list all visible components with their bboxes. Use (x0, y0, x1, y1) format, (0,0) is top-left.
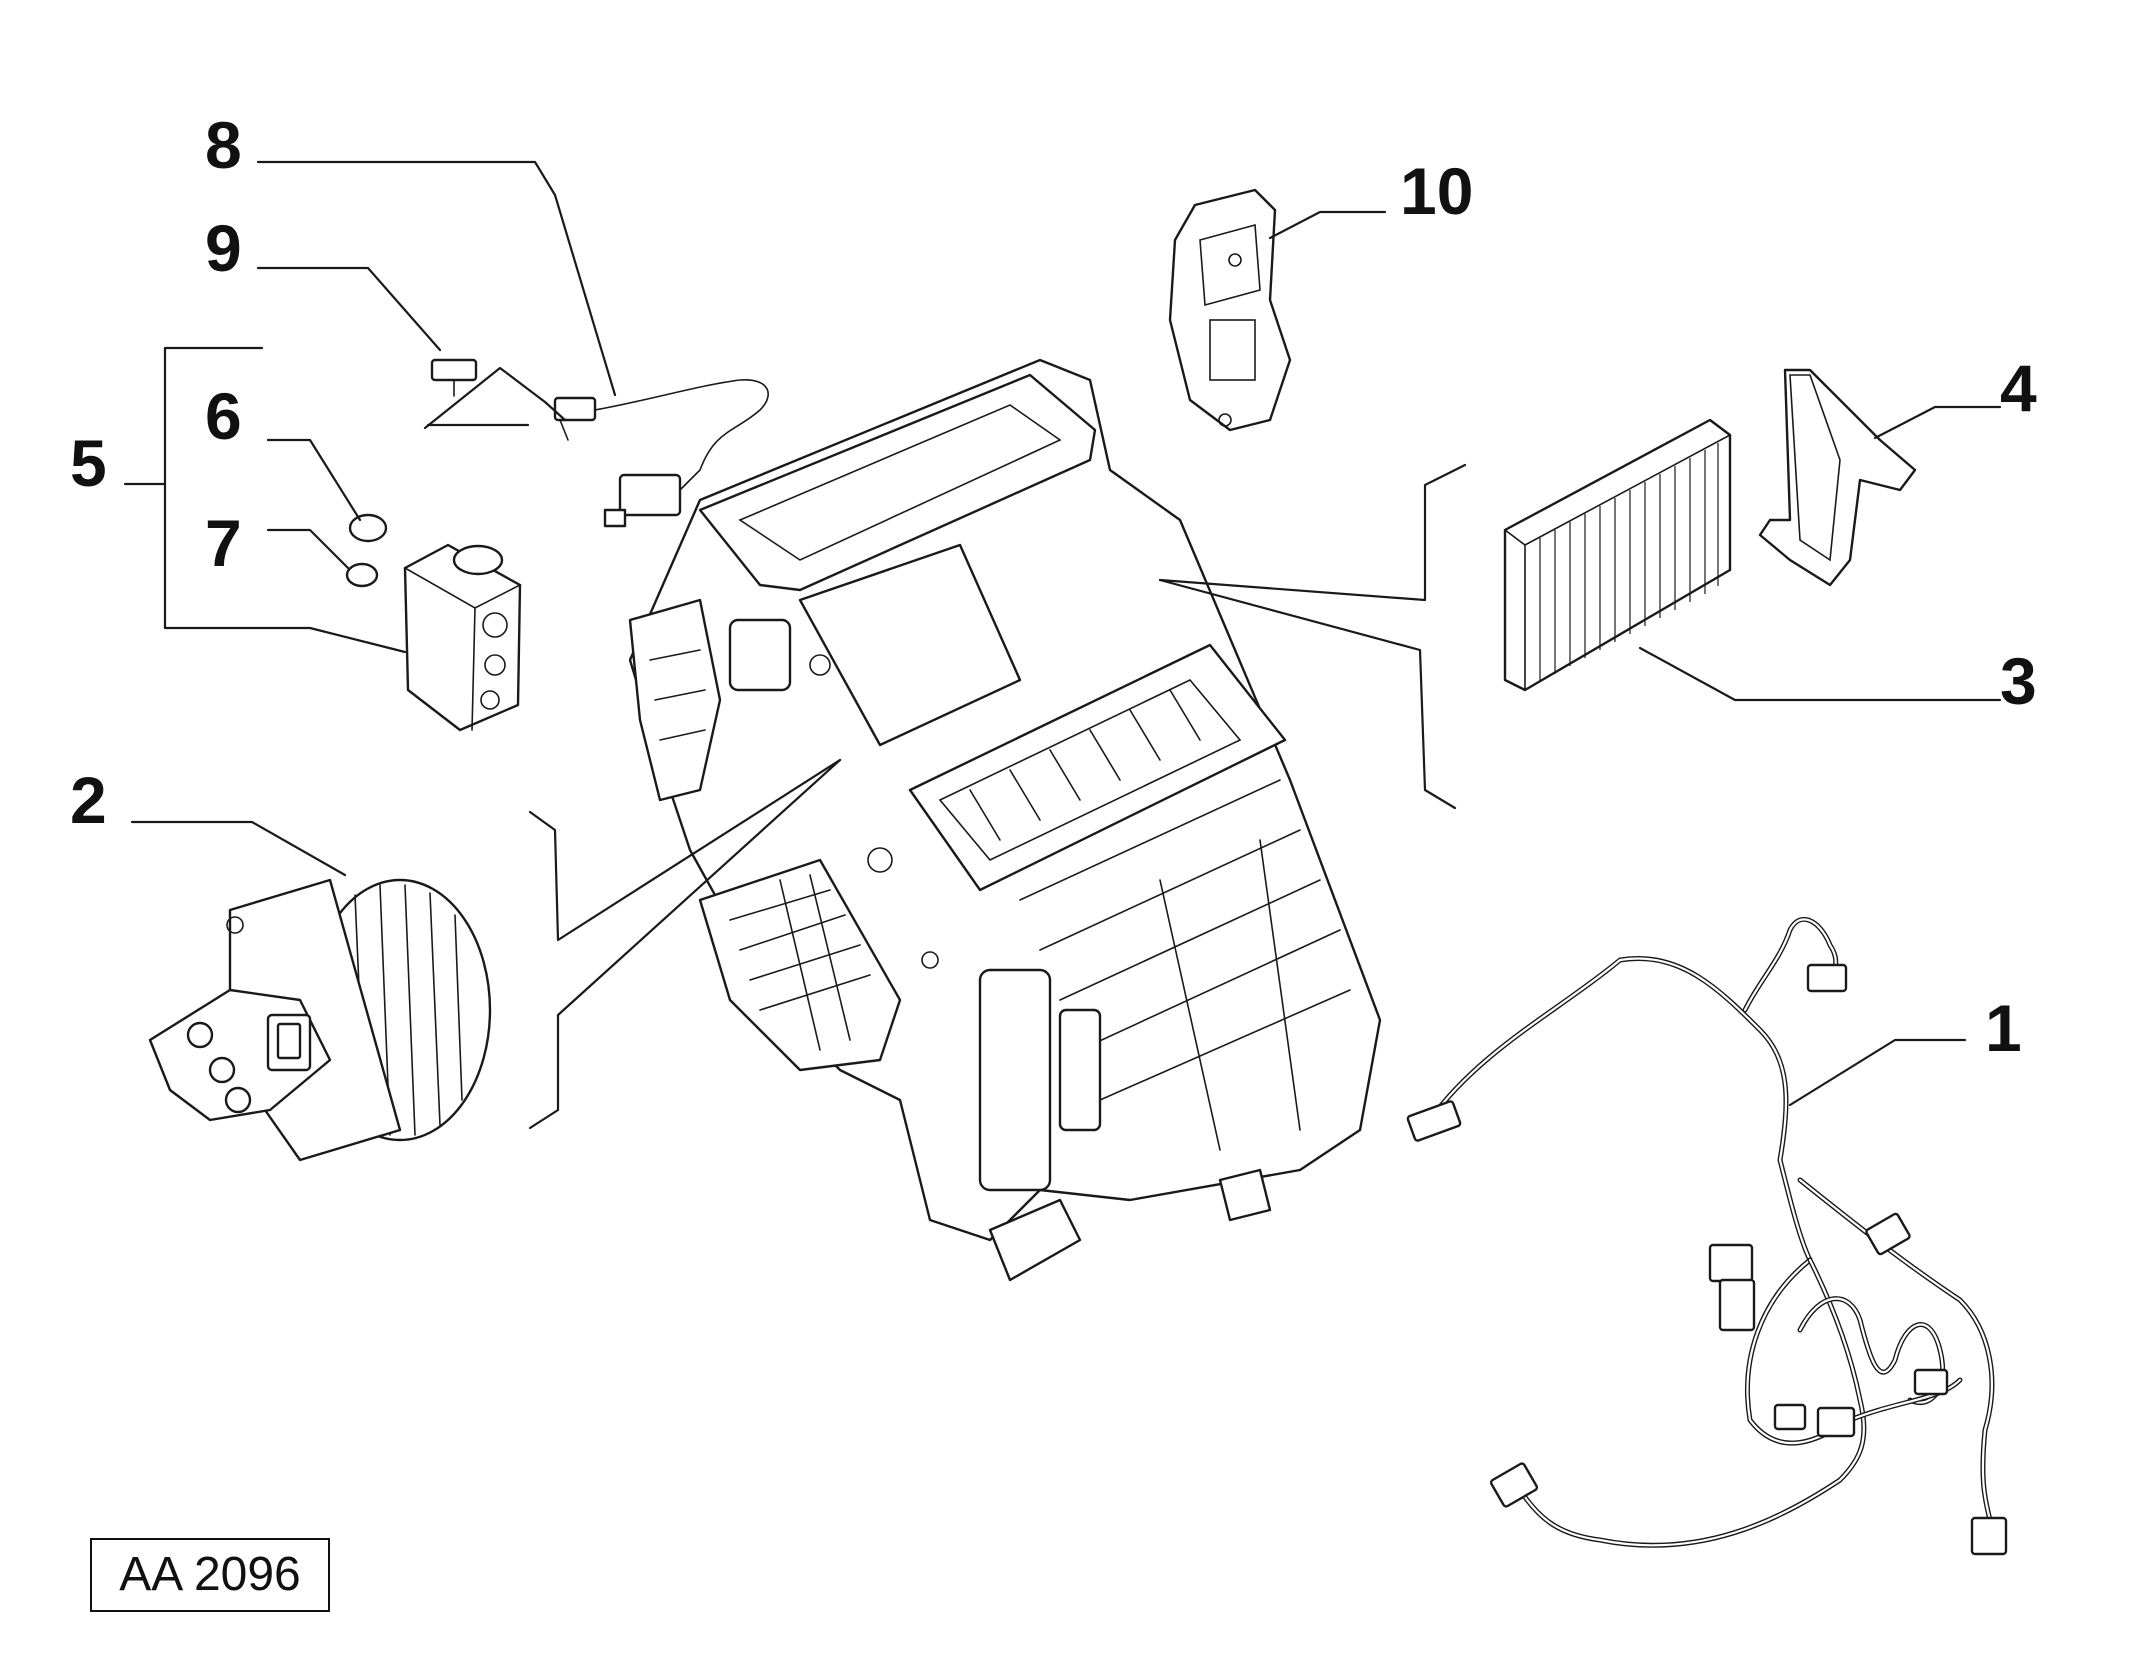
callout-10: 10 (1400, 154, 1474, 228)
part-8-temperature-sensor (553, 379, 769, 528)
leader-1 (1788, 1038, 1967, 1107)
leader-4 (1873, 405, 2002, 440)
part-4-filter-cover (1758, 368, 1917, 587)
callout-5: 5 (70, 426, 107, 500)
leader-lines (123, 160, 2002, 1130)
part-6-o-ring (348, 513, 388, 543)
leader-filter-bracket (1158, 463, 1467, 602)
callout-1: 1 (1985, 991, 2022, 1065)
leader-2 (130, 820, 347, 877)
leader-blower-bracket-2 (528, 758, 842, 1130)
callout-7: 7 (205, 506, 242, 580)
part-3-cabin-filter (1503, 418, 1732, 692)
leader-sensor-split (423, 366, 567, 430)
leader-3 (1638, 646, 2002, 702)
leader-blower-bracket (528, 758, 842, 942)
callout-4: 4 (2000, 351, 2037, 425)
leader-5-bracket (163, 346, 407, 654)
part-10-control-module (1168, 188, 1292, 432)
callout-8: 8 (205, 108, 242, 182)
part-5-expansion-valve (403, 543, 522, 732)
leader-10 (1268, 210, 1387, 240)
callout-6: 6 (205, 379, 242, 453)
leader-8 (256, 160, 617, 397)
callout-2: 2 (70, 763, 107, 837)
leader-9 (256, 266, 442, 352)
leader-filter-bracket-2 (1158, 578, 1457, 810)
part-7-o-ring (345, 562, 379, 588)
part-9-sensor (430, 358, 569, 441)
callout-9: 9 (205, 211, 242, 285)
hvac-housing (628, 358, 1382, 1282)
leader-6 (266, 438, 362, 522)
part-2-blower-motor (148, 878, 492, 1162)
part-1-wiring-harness (1406, 916, 2008, 1556)
diagram-reference-code: AA 2096 (90, 1538, 330, 1612)
leader-7 (266, 528, 350, 570)
callout-3: 3 (2000, 644, 2037, 718)
